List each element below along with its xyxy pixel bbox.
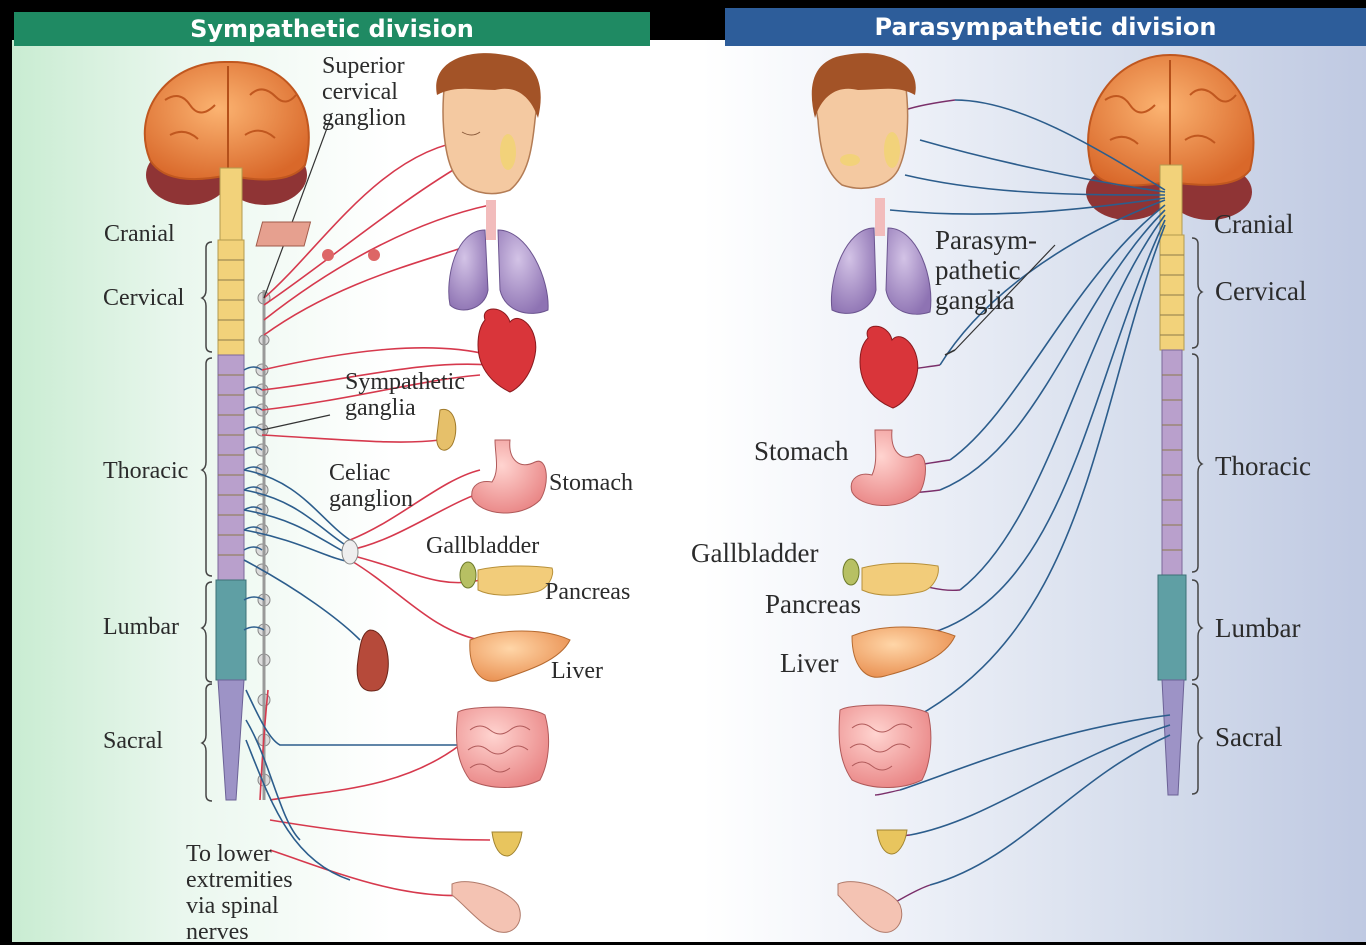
para-label-cranial: Cranial [1214,209,1293,239]
symp-label-lumbar: Lumbar [103,614,179,640]
para-region-brackets [1192,238,1202,794]
para-bladder [877,830,907,854]
symp-label-stomach: Stomach [549,470,633,496]
para-pancreas [862,563,938,595]
para-stomach [851,430,925,506]
para-label-thoracic: Thoracic [1215,451,1311,481]
para-liver [852,627,955,677]
superior-cervical-line-1: Superior [322,53,406,79]
para-label-pancreas: Pancreas [765,589,861,619]
sympathetic-ganglia-line-1: Sympathetic [345,369,465,395]
para-heart [860,326,918,408]
symp-region-brackets [202,242,212,801]
symp-label-gallbladder: Gallbladder [426,533,539,559]
symp-gallbladder [460,562,476,588]
symp-label-liver: Liver [551,658,603,684]
sympathetic-ganglia-line-2: ganglia [345,395,465,421]
symp-bladder [492,832,522,856]
lower-ext-line-4: nerves [186,919,293,945]
symp-label-thoracic: Thoracic [103,458,188,484]
para-label-liver: Liver [780,648,838,678]
symp-label-cranial: Cranial [104,221,175,247]
celiac-line-2: ganglion [329,486,413,512]
symp-label-sacral: Sacral [103,728,163,754]
symp-kidney [357,630,388,691]
para-lungs [831,198,930,314]
lower-ext-line-1: To lower [186,841,293,867]
para-gallbladder [843,559,859,585]
lower-ext-line-3: via spinal [186,893,293,919]
symp-genitals [452,882,520,933]
para-label-lumbar: Lumbar [1215,613,1300,643]
symp-label-lower-extremities: To lower extremities via spinal nerves [186,841,293,945]
symp-heart [478,309,536,392]
para-label-sacral: Sacral [1215,722,1282,752]
symp-label-sympathetic-ganglia: Sympathetic ganglia [345,369,465,421]
superior-cervical-line-3: ganglion [322,105,406,131]
symp-intestines [456,707,548,787]
symp-label-celiac-ganglion: Celiac ganglion [329,460,413,512]
para-label-gallbladder: Gallbladder [691,538,818,568]
para-ganglia-line-1: Parasym- [935,225,1037,255]
symp-label-cervical: Cervical [103,285,184,311]
para-genitals [838,882,902,933]
symp-pancreas [478,566,553,595]
para-spinal-cord [1158,165,1186,795]
symp-head [436,53,541,193]
symp-label-superior-cervical-ganglion: Superior cervical ganglion [322,53,406,131]
lower-ext-line-2: extremities [186,867,293,893]
para-label-parasympathetic-ganglia: Parasym- pathetic ganglia [935,225,1037,315]
para-ganglia-line-3: ganglia [935,285,1037,315]
para-ganglia-line-2: pathetic [935,255,1037,285]
superior-cervical-line-2: cervical [322,79,406,105]
para-head [812,53,916,188]
para-label-stomach: Stomach [754,436,849,466]
symp-stomach [472,440,547,513]
symp-spinal-cord [216,168,246,800]
para-label-cervical: Cervical [1215,276,1306,306]
symp-label-pancreas: Pancreas [545,579,630,605]
symp-celiac-ganglion [342,540,358,564]
para-intestines [839,705,931,787]
symp-lungs [449,200,548,313]
celiac-line-1: Celiac [329,460,413,486]
